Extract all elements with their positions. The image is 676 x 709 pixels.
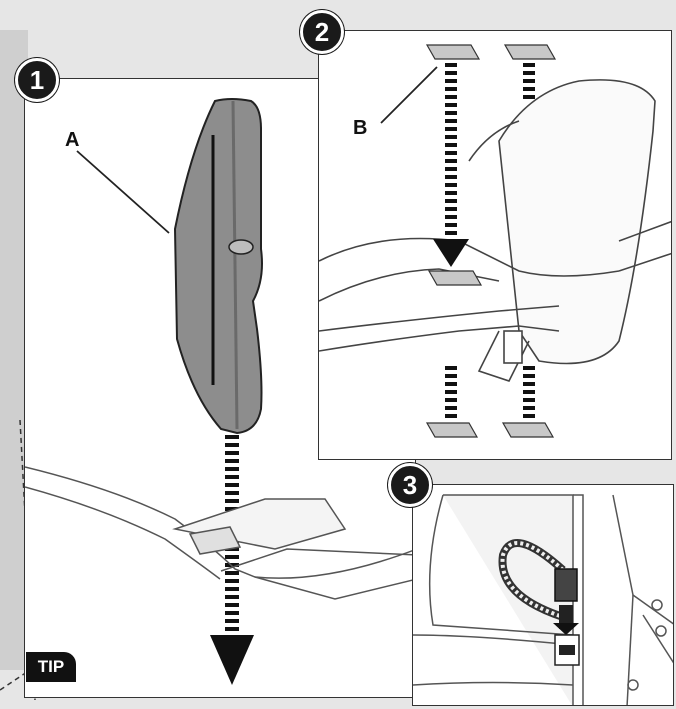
cable-connector	[554, 568, 578, 602]
step-1-illustration	[25, 98, 415, 685]
tape-strips	[425, 44, 557, 438]
step-2-panel: B	[318, 30, 672, 460]
insertion-arrow	[210, 435, 254, 685]
tail-boom	[25, 466, 415, 600]
tip-tab[interactable]: TIP	[26, 652, 76, 682]
servo-cable-loop	[498, 539, 566, 621]
step-3-badge: 3	[388, 463, 432, 507]
tape-guides	[445, 63, 535, 421]
step-3-panel	[412, 484, 674, 706]
step-2-badge: 2	[300, 10, 344, 54]
step-3-illustration	[413, 494, 673, 705]
callout-a: A	[65, 129, 80, 151]
vertical-stabilizer	[173, 98, 263, 435]
callout-b: B	[353, 117, 368, 139]
callout-b-leader	[380, 66, 438, 124]
stabilizer-outline	[319, 79, 671, 382]
step-1-badge: 1	[15, 58, 59, 102]
connector-arrow-head	[553, 623, 579, 635]
tape-arrow	[433, 239, 469, 267]
step-2-illustration	[319, 44, 671, 438]
callout-a-leader	[76, 150, 170, 234]
